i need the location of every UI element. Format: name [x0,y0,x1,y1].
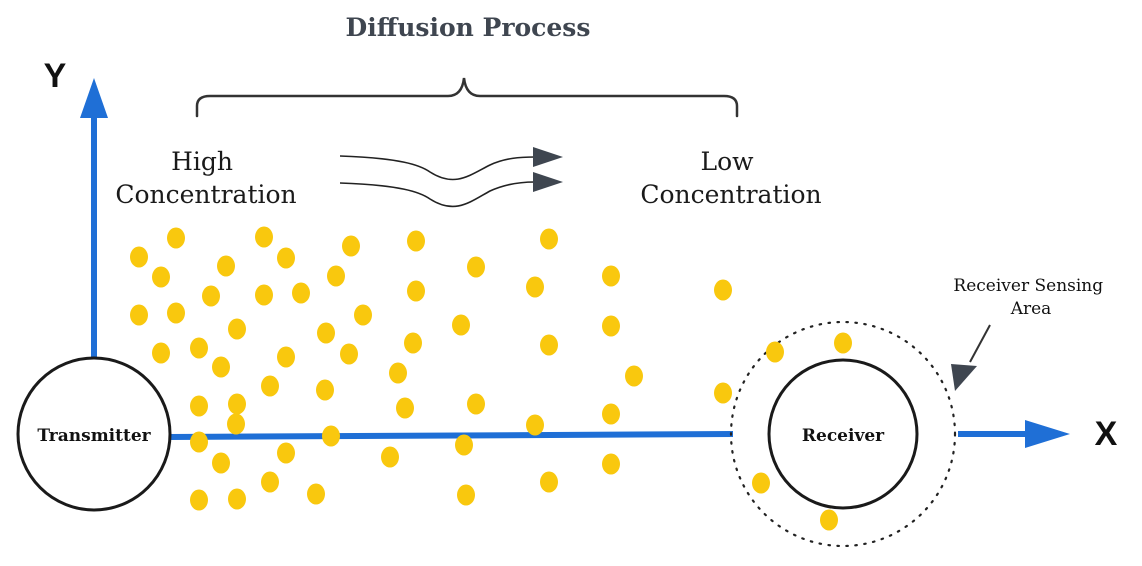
molecule-dot-icon [277,247,295,269]
receiver-sensing-area [729,320,957,548]
molecule-dot-icon [277,346,295,368]
molecule-dot-icon [467,393,485,415]
x-axis [958,420,1070,448]
molecule-dot-icon [322,425,340,447]
molecule-dot-icon [255,284,273,306]
molecule-dot-icon [540,471,558,493]
x-axis-arrowhead-icon [1025,420,1070,448]
diffusion-brace [195,77,739,118]
molecule-dot-icon [602,453,620,475]
molecule-dot-icon [457,484,475,506]
molecule-dot-icon [625,365,643,387]
molecule-dot-icon [396,397,414,419]
molecule-dot-icon [190,431,208,453]
molecule-dot-icon [130,246,148,268]
receiver-circle [767,358,919,510]
diffusion-flow-arrow-icon [339,147,563,208]
sensing-label-line-1: Receiver Sensing [953,276,1103,296]
pointer-arrow-icon [951,324,991,391]
molecule-dot-icon [228,488,246,510]
molecule-dot-icon [714,382,732,404]
molecule-dot-icon [152,342,170,364]
molecule-dot-icon [714,279,732,301]
molecule-dot-icon [407,280,425,302]
x-axis-label: X [1095,415,1118,453]
molecule-dot-icon [202,285,220,307]
diagram-title: Diffusion Process [346,13,591,42]
molecule-dot-icon [766,341,784,363]
molecule-dot-icon [190,395,208,417]
flow-curve-upper [339,155,536,181]
molecule-dot-icon [212,452,230,474]
molecule-dot-icon [292,282,310,304]
molecule-dot-icon [452,314,470,336]
molecule-dot-icon [277,442,295,464]
molecule-dot-icon [228,393,246,415]
receiver-node: Receiver [767,358,919,510]
pointer-line [969,324,991,363]
receiver-label: Receiver [802,426,885,446]
molecule-dot-icon [227,413,245,435]
molecule-dot-icon [820,509,838,531]
y-axis-label: Y [44,57,67,95]
molecule-dot-icon [255,226,273,248]
molecule-dot-icon [602,403,620,425]
molecule-dot-icon [407,230,425,252]
molecule-dot-icon [602,315,620,337]
molecule-dot-icon [752,472,770,494]
molecule-dot-icon [217,255,235,277]
molecule-dot-icon [167,302,185,324]
molecule-dot-icon [261,375,279,397]
low-label-line-2: Concentration [640,180,821,209]
flow-curve-lower [339,181,536,208]
molecule-dot-icon [602,265,620,287]
high-concentration-label: High Concentration [115,147,296,209]
flow-arrowhead-lower [533,172,563,192]
high-label-line-1: High [171,147,233,176]
molecule-dot-icon [834,332,852,354]
molecule-dot-icon [307,483,325,505]
molecule-dot-icon [540,228,558,250]
y-axis [80,78,108,360]
transmitter-circle [16,356,172,512]
molecule-dot-icon [152,266,170,288]
particle-field [130,226,852,531]
molecule-dot-icon [316,379,334,401]
molecule-dot-icon [526,414,544,436]
molecule-dot-icon [389,362,407,384]
pointer-arrowhead [951,364,977,391]
flow-arrowhead-upper [533,147,563,167]
molecule-dot-icon [467,256,485,278]
molecule-dot-icon [212,356,230,378]
molecule-dot-icon [340,343,358,365]
molecule-dot-icon [190,337,208,359]
molecule-dot-icon [455,434,473,456]
transmitter-node: Transmitter [16,356,172,512]
molecule-dot-icon [130,304,148,326]
molecule-dot-icon [327,265,345,287]
molecule-dot-icon [354,304,372,326]
low-label-line-1: Low [700,147,754,176]
y-axis-arrowhead-icon [80,78,108,118]
molecule-dot-icon [404,332,422,354]
sensing-label-line-2: Area [1010,299,1052,319]
molecule-dot-icon [342,235,360,257]
low-concentration-label: Low Concentration [640,147,821,209]
molecule-dot-icon [381,446,399,468]
molecule-dot-icon [317,322,335,344]
channel-line [169,431,734,440]
molecule-dot-icon [540,334,558,356]
sensing-area-label: Receiver Sensing Area [953,276,1108,319]
molecule-dot-icon [228,318,246,340]
molecule-dot-icon [526,276,544,298]
transmitter-label: Transmitter [37,426,151,446]
high-label-line-2: Concentration [115,180,296,209]
molecule-dot-icon [167,227,185,249]
molecule-dot-icon [261,471,279,493]
molecule-dot-icon [190,489,208,511]
